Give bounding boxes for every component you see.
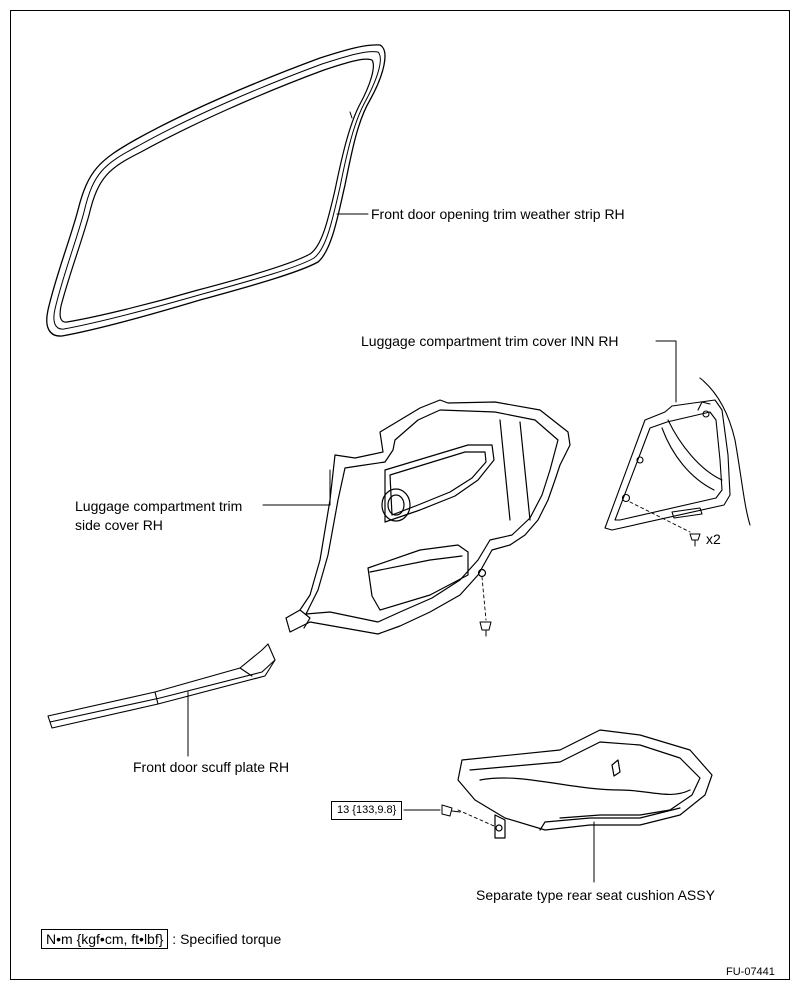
label-scuff-plate: Front door scuff plate RH [133, 759, 290, 775]
torque-value-box: 13 {133,9.8} [331, 801, 403, 820]
weather-strip-drawing [46, 44, 386, 337]
leader-side-cover [262, 469, 331, 506]
seat-cushion-drawing [441, 729, 713, 839]
label-side-cover-line2: side cover RH [75, 517, 163, 533]
scuff-plate-drawing [47, 643, 276, 729]
legend: N•m {kgf•cm, ft•lbf} : Specified torque [41, 929, 282, 949]
side-cover-drawing [285, 399, 571, 637]
leader-trim-inn [655, 340, 677, 403]
figure-id: FU-07441 [726, 966, 775, 978]
legend-units-box: N•m {kgf•cm, ft•lbf} [41, 929, 169, 949]
figure-frame [10, 10, 790, 980]
legend-text: : Specified torque [172, 931, 282, 947]
clip-x2-drawing [689, 533, 701, 547]
label-weather-strip: Front door opening trim weather strip RH [371, 206, 625, 222]
trim-cover-inn-drawing [604, 377, 751, 533]
label-qty: x2 [706, 531, 721, 547]
label-side-cover-line1: Luggage compartment trim [75, 498, 243, 514]
leader-lines [187, 213, 677, 883]
label-trim-cover-inn: Luggage compartment trim cover INN RH [361, 333, 619, 349]
label-seat-cushion: Separate type rear seat cushion ASSY [476, 887, 715, 903]
